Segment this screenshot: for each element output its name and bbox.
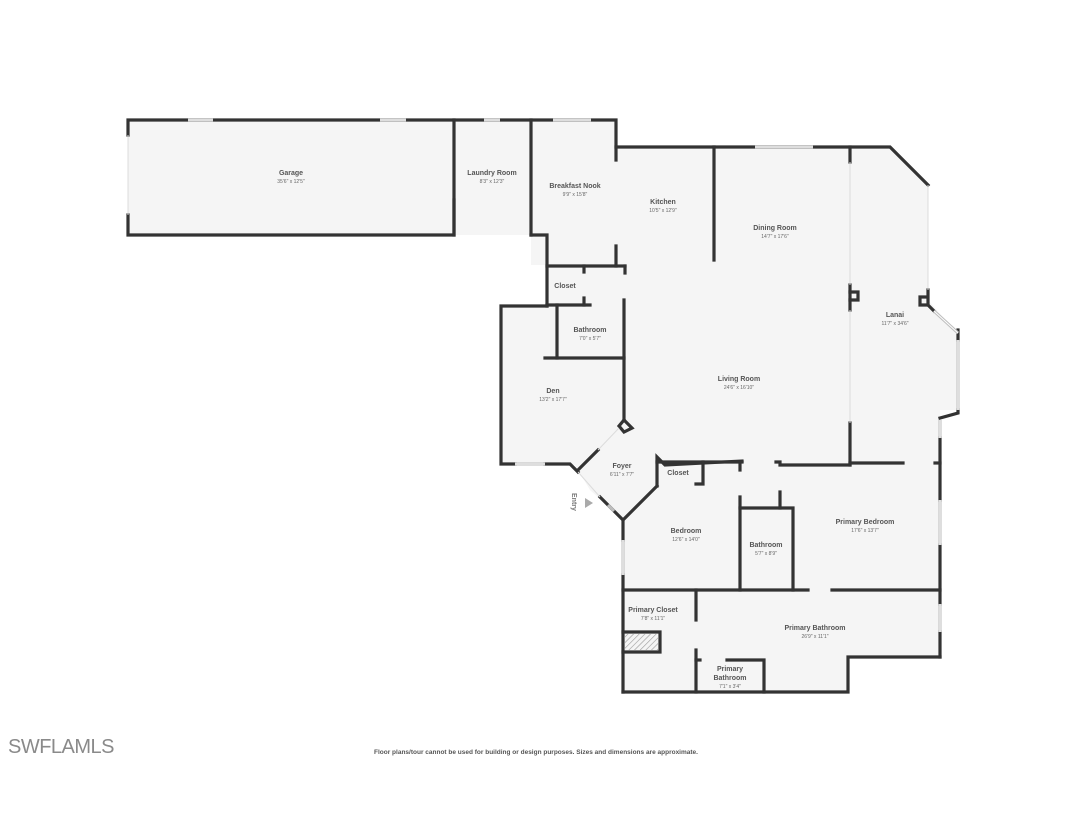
room-dining: Dining Room 14'7" x 17'6" — [753, 225, 797, 240]
svg-text:Primary Bathroom: Primary Bathroom — [784, 625, 845, 632]
svg-text:14'7" x 17'6": 14'7" x 17'6" — [761, 234, 789, 240]
svg-text:Bedroom: Bedroom — [671, 528, 702, 535]
windows — [188, 118, 960, 632]
entry-arrow-icon — [585, 498, 593, 508]
svg-text:Kitchen: Kitchen — [650, 199, 676, 206]
svg-text:Primary Bedroom: Primary Bedroom — [836, 519, 895, 526]
svg-text:7'8" x 11'1": 7'8" x 11'1" — [641, 616, 665, 622]
svg-text:Garage: Garage — [279, 170, 303, 177]
room-garage: Garage 35'6" x 12'5" — [277, 170, 305, 185]
room-labels: Garage 35'6" x 12'5" Laundry Room 8'3" x… — [277, 170, 908, 690]
svg-text:24'6" x 16'10": 24'6" x 16'10" — [724, 385, 754, 391]
mls-logo: SWFLAMLS — [8, 736, 115, 758]
svg-text:7'0" x 5'7": 7'0" x 5'7" — [579, 336, 601, 342]
room-bathroom-2: Bathroom 5'7" x 8'9" — [749, 542, 782, 557]
openings — [127, 135, 929, 498]
room-foyer: Foyer 6'11" x 7'7" — [610, 463, 634, 478]
svg-text:13'2" x 17'7": 13'2" x 17'7" — [539, 397, 567, 403]
floor-fills — [128, 120, 958, 692]
svg-text:Primary Closet: Primary Closet — [628, 607, 678, 614]
room-lanai: Lanai 11'7" x 34'6" — [881, 312, 908, 327]
room-kitchen: Kitchen 10'5" x 12'9" — [649, 199, 677, 214]
svg-text:Foyer: Foyer — [612, 463, 631, 470]
svg-text:26'9" x 11'1": 26'9" x 11'1" — [801, 634, 828, 640]
svg-text:Bathroom: Bathroom — [713, 675, 746, 682]
room-breakfast-nook: Breakfast Nook 9'9" x 15'8" — [549, 183, 600, 198]
svg-text:Lanai: Lanai — [886, 312, 904, 319]
svg-text:Den: Den — [546, 388, 559, 395]
svg-text:Primary: Primary — [717, 666, 743, 673]
room-primary-bedroom: Primary Bedroom 17'6" x 13'7" — [836, 519, 895, 534]
svg-text:5'7" x 8'9": 5'7" x 8'9" — [755, 551, 777, 557]
svg-text:17'6" x 13'7": 17'6" x 13'7" — [851, 528, 879, 534]
svg-text:Bathroom: Bathroom — [749, 542, 782, 549]
room-primary-bathroom-small: Primary Bathroom 7'1" x 3'4" — [713, 666, 746, 690]
svg-text:Laundry Room: Laundry Room — [467, 170, 516, 177]
svg-text:Closet: Closet — [554, 283, 576, 290]
entry-label: Entry — [570, 493, 577, 511]
svg-text:10'5" x 12'9": 10'5" x 12'9" — [649, 208, 677, 214]
entry-marker: Entry — [570, 493, 593, 511]
room-den: Den 13'2" x 17'7" — [539, 388, 567, 403]
closet-shelf — [625, 634, 658, 650]
svg-text:Breakfast Nook: Breakfast Nook — [549, 183, 600, 190]
room-closet-2: Closet — [667, 470, 689, 477]
svg-text:Dining Room: Dining Room — [753, 225, 797, 232]
disclaimer-text: Floor plans/tour cannot be used for buil… — [374, 749, 698, 756]
svg-text:12'6" x 14'0": 12'6" x 14'0" — [672, 537, 700, 543]
room-bedroom: Bedroom 12'6" x 14'0" — [671, 528, 702, 543]
room-closet-1: Closet — [554, 283, 576, 290]
svg-text:11'7" x 34'6": 11'7" x 34'6" — [881, 321, 908, 327]
svg-text:6'11" x 7'7": 6'11" x 7'7" — [610, 472, 634, 478]
room-primary-bathroom: Primary Bathroom 26'9" x 11'1" — [784, 625, 845, 640]
svg-text:35'6" x 12'5": 35'6" x 12'5" — [277, 179, 305, 185]
room-bathroom-1: Bathroom 7'0" x 5'7" — [573, 327, 606, 342]
svg-text:8'3" x 12'3": 8'3" x 12'3" — [480, 179, 505, 185]
svg-text:9'9" x 15'8": 9'9" x 15'8" — [563, 192, 588, 198]
svg-text:Living Room: Living Room — [718, 376, 760, 383]
room-living: Living Room 24'6" x 16'10" — [718, 376, 760, 391]
room-laundry: Laundry Room 8'3" x 12'3" — [467, 170, 516, 185]
svg-text:Closet: Closet — [667, 470, 689, 477]
svg-text:Bathroom: Bathroom — [573, 327, 606, 334]
walls — [126, 118, 960, 694]
svg-text:7'1" x 3'4": 7'1" x 3'4" — [719, 684, 741, 690]
room-primary-closet: Primary Closet 7'8" x 11'1" — [628, 607, 678, 622]
